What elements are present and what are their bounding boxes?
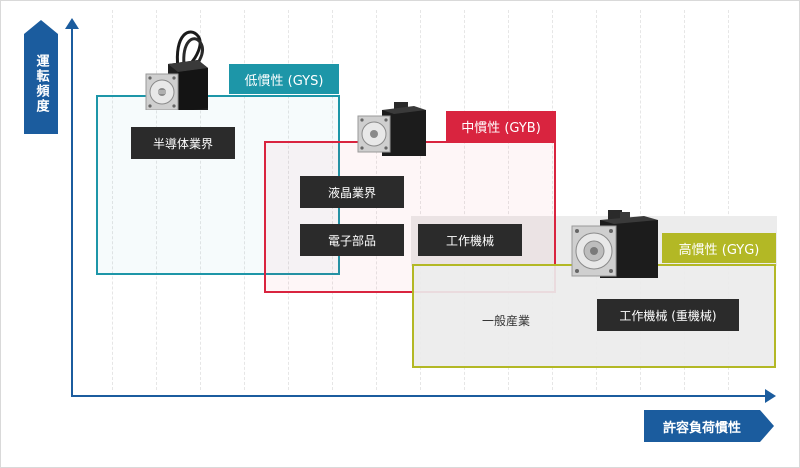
- y-axis-label-text: 運転頻度: [33, 54, 49, 114]
- industry-label-general: 一般産業: [481, 313, 530, 328]
- grid-line: [112, 10, 113, 390]
- y-axis-label-arrow: [24, 20, 58, 34]
- grid-line: [684, 10, 685, 390]
- x-axis-line: [71, 395, 767, 397]
- industry-label-machine-tools: 工作機械: [418, 224, 522, 256]
- gys-series-label: 低慣性 (GYS): [229, 64, 339, 94]
- y-axis-line: [71, 28, 73, 396]
- industry-label-machine-tools-heavy: 工作機械 (重機械): [597, 299, 739, 331]
- grid-line: [156, 10, 157, 390]
- gyb-series-label: 中慣性 (GYB): [446, 111, 556, 141]
- grid-line: [552, 10, 553, 390]
- x-axis-label-text: 許容負荷慣性: [662, 420, 741, 436]
- grid-line: [640, 10, 641, 390]
- servo-motor-icon: [145, 30, 208, 110]
- grid-line: [508, 10, 509, 390]
- grid-line: [596, 10, 597, 390]
- servo-motor-large-icon: [571, 210, 658, 278]
- grid-line: [200, 10, 201, 390]
- servo-motor-brake-icon: [357, 102, 426, 156]
- grid-line: [420, 10, 421, 390]
- industry-label-lcd: 液晶業界: [300, 176, 404, 208]
- x-axis-label: 許容負荷慣性: [644, 410, 760, 442]
- grid-line: [288, 10, 289, 390]
- gys-region: [96, 95, 340, 275]
- grid-line: [464, 10, 465, 390]
- grid-line: [728, 10, 729, 390]
- x-axis-label-arrow: [760, 410, 774, 442]
- x-axis-arrowhead: [765, 389, 776, 403]
- gyg-series-label: 高慣性 (GYG): [662, 233, 776, 263]
- y-axis-label: 運転頻度: [24, 34, 58, 134]
- y-axis-arrowhead: [65, 18, 79, 29]
- industry-label-electronic-parts: 電子部品: [300, 224, 404, 256]
- industry-label-semiconductor: 半導体業界: [131, 127, 235, 159]
- grid-line: [244, 10, 245, 390]
